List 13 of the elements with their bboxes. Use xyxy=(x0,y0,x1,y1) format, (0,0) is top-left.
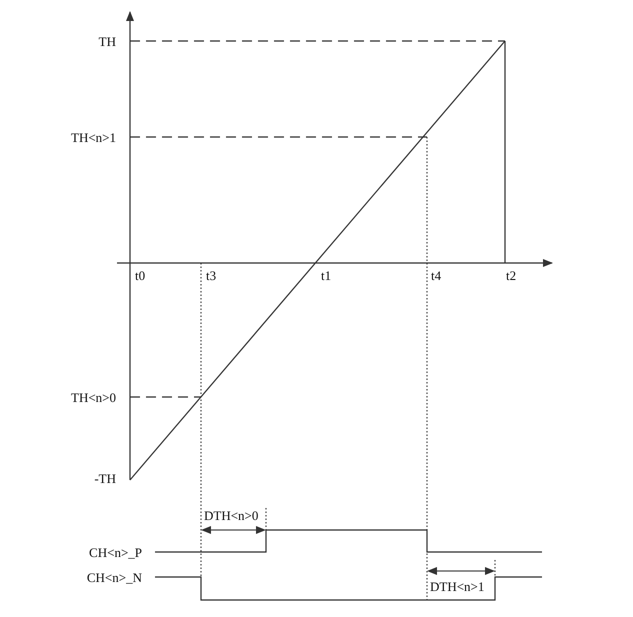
interval-label: DTH<n>1 xyxy=(430,579,484,594)
interval-label: DTH<n>0 xyxy=(204,508,258,523)
axis-label: TH<n>0 xyxy=(71,390,116,405)
tick-label: t2 xyxy=(506,268,516,283)
tick-label: t1 xyxy=(321,268,332,283)
signal-name: CH<n>_P xyxy=(89,545,142,560)
signal-name: CH<n>_N xyxy=(86,570,142,585)
axis-label: -TH xyxy=(94,471,116,486)
tick-label: t3 xyxy=(206,268,216,283)
axis-label: TH xyxy=(98,34,116,49)
tick-label: t0 xyxy=(135,268,146,283)
tick-label: t4 xyxy=(431,268,442,283)
axis-label: TH<n>1 xyxy=(71,130,116,145)
